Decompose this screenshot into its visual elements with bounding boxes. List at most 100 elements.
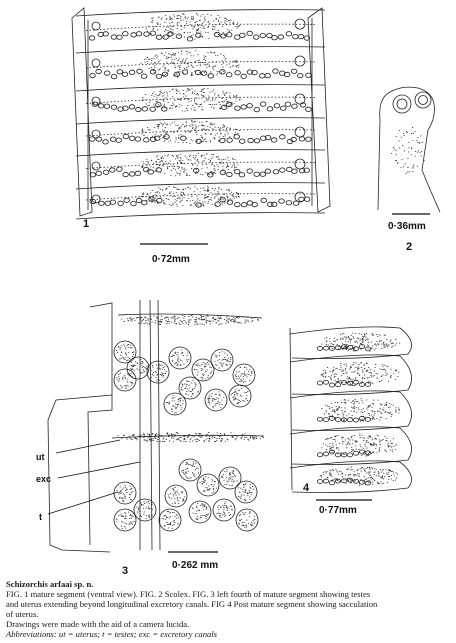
testis [328, 415, 335, 421]
testis [225, 102, 233, 108]
testis [89, 172, 97, 178]
testis [303, 167, 310, 173]
genital-pore [294, 126, 306, 138]
testis [305, 106, 312, 113]
testis [89, 198, 96, 205]
testis [225, 72, 233, 78]
stipple [238, 511, 256, 529]
scolex-outline [377, 86, 441, 213]
pointer-ut [55, 439, 121, 454]
testis [291, 103, 298, 109]
testis [234, 480, 258, 504]
testis [134, 170, 142, 176]
testis [204, 388, 228, 412]
testis [239, 32, 246, 38]
vesicle [91, 194, 101, 204]
stipple [141, 88, 241, 112]
stipple [170, 349, 190, 367]
testis [297, 33, 305, 40]
pointer-exc [57, 461, 141, 479]
testis [284, 101, 292, 107]
testis [267, 201, 274, 207]
testis [235, 508, 259, 532]
testis [364, 416, 371, 422]
testis [102, 139, 109, 145]
testis [358, 382, 365, 387]
stipple [207, 391, 225, 409]
testis [251, 202, 258, 208]
testis [328, 345, 335, 351]
testis [278, 198, 285, 204]
testis [340, 417, 347, 423]
figure-2-scolex [377, 86, 441, 213]
testis [260, 197, 267, 203]
scale-bars [140, 213, 430, 553]
excretory-canal [85, 129, 317, 137]
stipple [140, 185, 241, 207]
testis [135, 197, 143, 204]
testis [225, 32, 233, 38]
stipple [216, 501, 233, 518]
proglottid [289, 326, 412, 359]
testis [110, 34, 118, 40]
testis [352, 417, 359, 423]
stipple [136, 501, 154, 519]
testis [260, 135, 267, 141]
stipple [167, 487, 186, 505]
testis [163, 392, 187, 416]
stipple [321, 332, 401, 352]
testis [147, 169, 154, 175]
excretory-canal [85, 96, 317, 104]
testis [123, 197, 130, 203]
testis [226, 171, 233, 178]
testis [122, 105, 129, 111]
testis [266, 32, 273, 39]
stipple [165, 394, 184, 414]
testis [113, 340, 137, 364]
stipple [181, 461, 200, 479]
stipple [237, 482, 255, 502]
testis [247, 137, 254, 144]
testis [272, 169, 280, 175]
testis [113, 368, 137, 392]
genital-pore [294, 93, 306, 105]
testis [290, 68, 298, 74]
testis [271, 201, 278, 207]
segment-boundary [75, 149, 326, 157]
testis [238, 138, 246, 144]
figure-1-mature-segment [71, 7, 331, 220]
stipple [214, 351, 232, 369]
testis [246, 30, 253, 37]
testis [334, 345, 341, 351]
figure-4-label: 4 [303, 482, 310, 494]
testis [334, 417, 341, 422]
testis [213, 31, 221, 38]
testis [234, 105, 241, 111]
stipple [150, 363, 167, 382]
caption-title: Schizorchis arfaai sp. n. [6, 579, 94, 589]
scale-bar-2-label: 0·36mm [388, 221, 426, 232]
testis [155, 73, 163, 79]
testis [316, 452, 323, 458]
testis [175, 33, 183, 39]
testis [264, 168, 271, 174]
testis [251, 70, 258, 76]
genital-pore [294, 158, 306, 170]
excretory-canal [85, 193, 317, 201]
testis [89, 73, 96, 79]
testis [219, 69, 226, 75]
testis [149, 30, 156, 36]
testis [103, 70, 111, 76]
testis [259, 171, 266, 177]
testis [270, 137, 278, 143]
testis [340, 478, 347, 484]
testis [161, 71, 169, 77]
testis [322, 451, 329, 457]
testis [196, 473, 220, 497]
testis [316, 416, 323, 422]
segment-boundary [75, 117, 326, 125]
segment-boundary [75, 84, 326, 92]
caption-line-3: of uterus. [6, 609, 39, 619]
testis [121, 71, 129, 77]
proglottid [289, 426, 412, 465]
